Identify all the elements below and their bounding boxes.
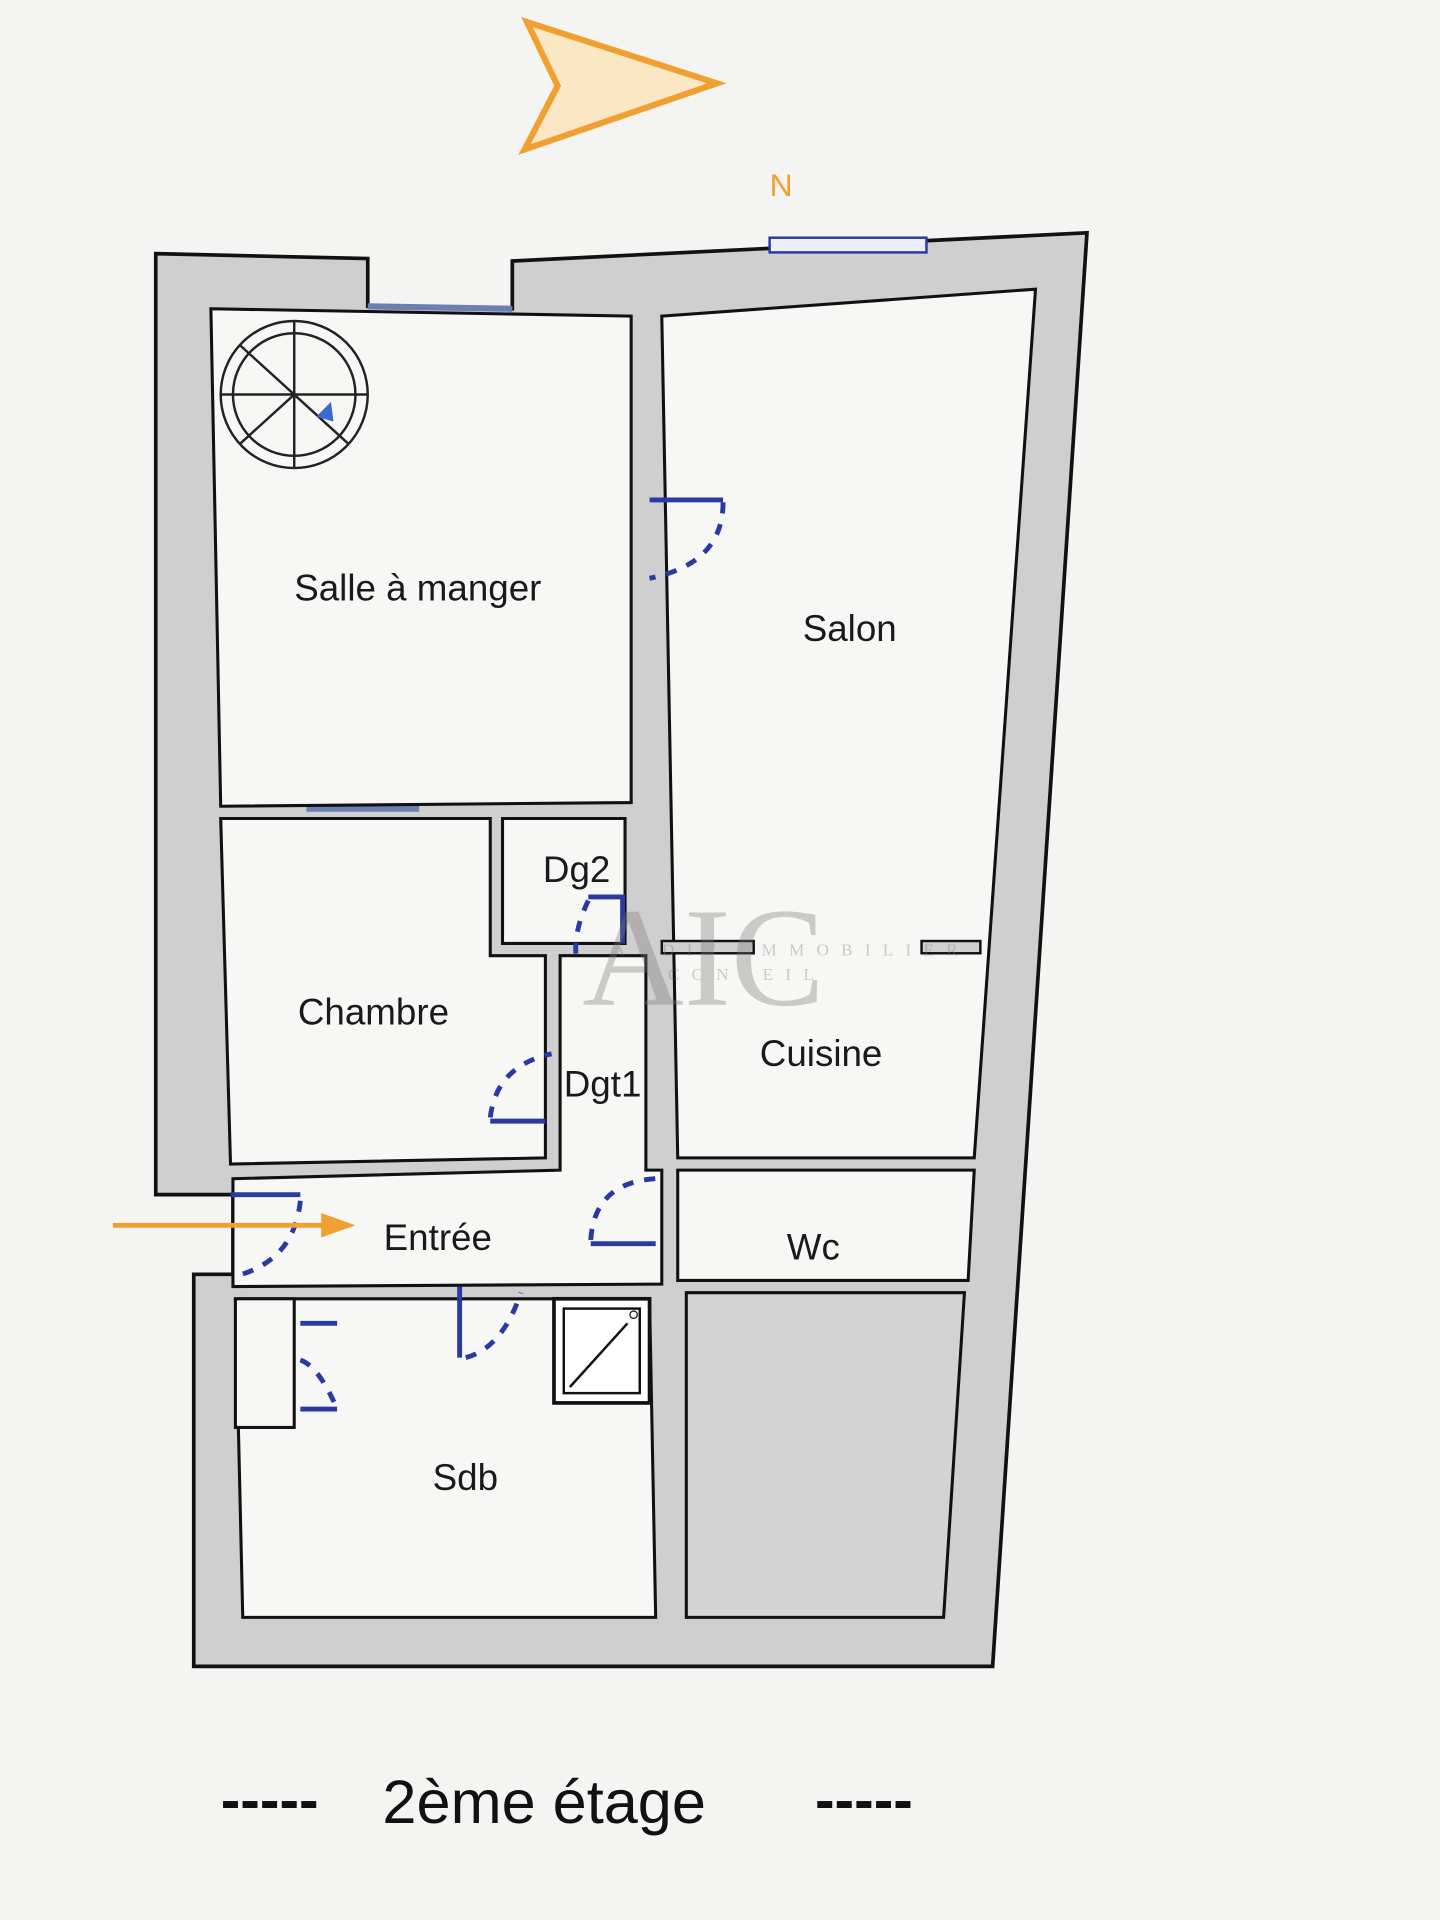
label-cuisine: Cuisine: [760, 1033, 883, 1074]
label-entree: Entrée: [384, 1217, 492, 1258]
svg-text:CONSEIL: CONSEIL: [668, 965, 826, 984]
room-sdb: [233, 1297, 658, 1619]
label-wc: Wc: [787, 1227, 840, 1268]
svg-text:AIC: AIC: [582, 880, 825, 1036]
room-salle-a-manger: [209, 307, 633, 808]
room-chambre: [219, 816, 547, 1166]
door-icons: [230, 497, 726, 1412]
svg-text:AUDIT IMMOBILIER: AUDIT IMMOBILIER: [613, 941, 970, 960]
window: [768, 236, 928, 254]
room-wc: [676, 1168, 976, 1282]
title-dashes-left: -----: [221, 1768, 319, 1833]
label-salon: Salon: [803, 608, 897, 649]
watermark-logo: AIC AUDIT IMMOBILIER CONSEIL: [582, 880, 970, 1036]
room-dg2: [500, 816, 627, 945]
entrance-arrow-icon: [112, 1213, 356, 1238]
room-entree-dgt1: [231, 954, 664, 1289]
north-arrow-icon: [518, 16, 727, 155]
spiral-staircase-icon: [219, 319, 369, 470]
label-chambre: Chambre: [298, 991, 449, 1032]
label-salle-a-manger: Salle à manger: [294, 567, 541, 608]
label-dgt1: Dgt1: [564, 1064, 642, 1105]
shower-icon: [552, 1296, 652, 1405]
title-dashes-right: -----: [815, 1768, 913, 1833]
label-sdb: Sdb: [433, 1457, 498, 1498]
closet: [233, 1297, 296, 1429]
north-label: N: [770, 167, 793, 203]
label-dg2: Dg2: [543, 849, 610, 890]
floor-title: 2ème étage: [382, 1768, 706, 1836]
room-storage: [684, 1291, 967, 1619]
